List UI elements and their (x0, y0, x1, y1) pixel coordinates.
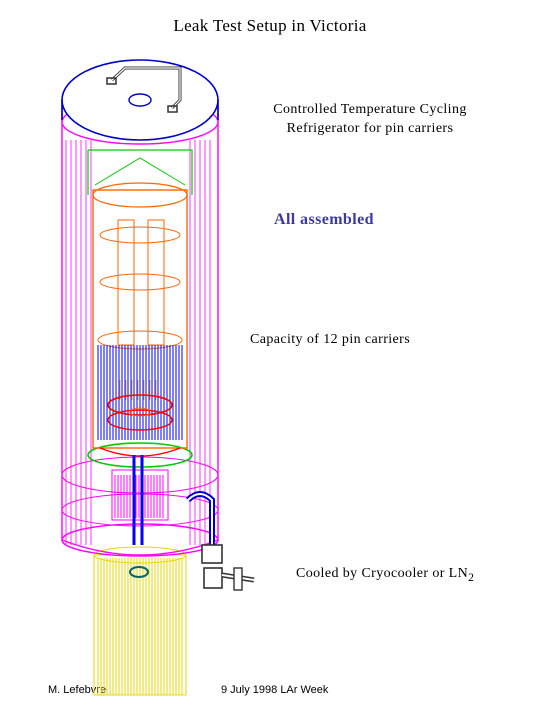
assembled-label: All assembled (274, 211, 374, 228)
top-lid (61, 59, 219, 145)
refrigerator-label-line1: Controlled Temperature Cycling (273, 102, 467, 117)
cooling-label: Cooled by Cryocooler or LN2 (296, 564, 474, 587)
inner-can (92, 182, 188, 457)
green-flange (87, 149, 193, 468)
refrigerator-label: Controlled Temperature Cycling Refrigera… (250, 100, 490, 138)
cooling-label-subscript: 2 (468, 570, 475, 584)
cold-column (111, 455, 169, 545)
capacity-label: Capacity of 12 pin carriers (250, 332, 411, 347)
refrigerator-label-line2: Refrigerator for pin carriers (286, 121, 454, 136)
footer-event: 9 July 1998 LAr Week (221, 684, 329, 696)
outer-vessel (61, 105, 219, 557)
footer-author: M. Lefebvre (48, 684, 107, 696)
page-title: Leak Test Setup in Victoria (173, 16, 367, 35)
lower-cryocooler (93, 546, 187, 696)
cooling-label-text: Cooled by Cryocooler or LN (296, 566, 469, 581)
ln2-pipe (185, 491, 255, 591)
